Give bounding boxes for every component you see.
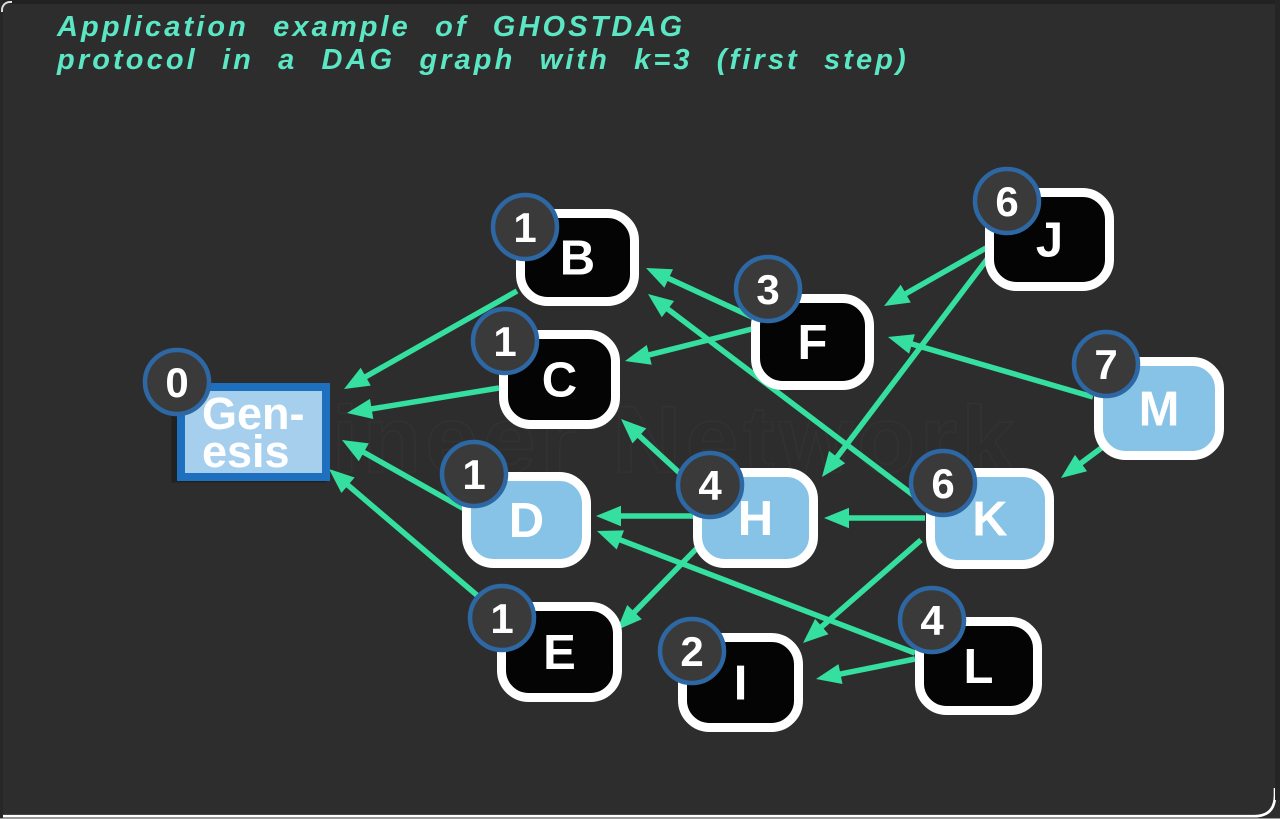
- svg-text:3: 3: [756, 266, 779, 313]
- svg-text:I: I: [734, 657, 748, 711]
- svg-text:Gen-: Gen-: [202, 388, 305, 439]
- svg-text:0: 0: [165, 359, 188, 406]
- svg-text:7: 7: [1094, 341, 1117, 388]
- svg-text:4: 4: [920, 597, 944, 644]
- svg-text:4: 4: [698, 462, 722, 509]
- svg-text:C: C: [542, 354, 577, 408]
- svg-text:J: J: [1036, 214, 1063, 268]
- svg-text:B: B: [560, 232, 595, 286]
- svg-text:H: H: [738, 492, 773, 546]
- svg-text:1: 1: [462, 451, 485, 498]
- svg-text:L: L: [964, 640, 994, 694]
- svg-text:1: 1: [493, 318, 516, 365]
- svg-text:E: E: [543, 626, 576, 680]
- svg-text:M: M: [1139, 383, 1180, 437]
- svg-text:2: 2: [680, 628, 703, 675]
- svg-text:D: D: [509, 494, 544, 548]
- svg-text:F: F: [798, 316, 828, 370]
- svg-text:1: 1: [513, 204, 536, 251]
- svg-text:K: K: [972, 493, 1007, 547]
- svg-text:esis: esis: [202, 426, 290, 477]
- svg-text:6: 6: [995, 178, 1018, 225]
- svg-text:1: 1: [490, 595, 513, 642]
- svg-text:6: 6: [931, 460, 954, 507]
